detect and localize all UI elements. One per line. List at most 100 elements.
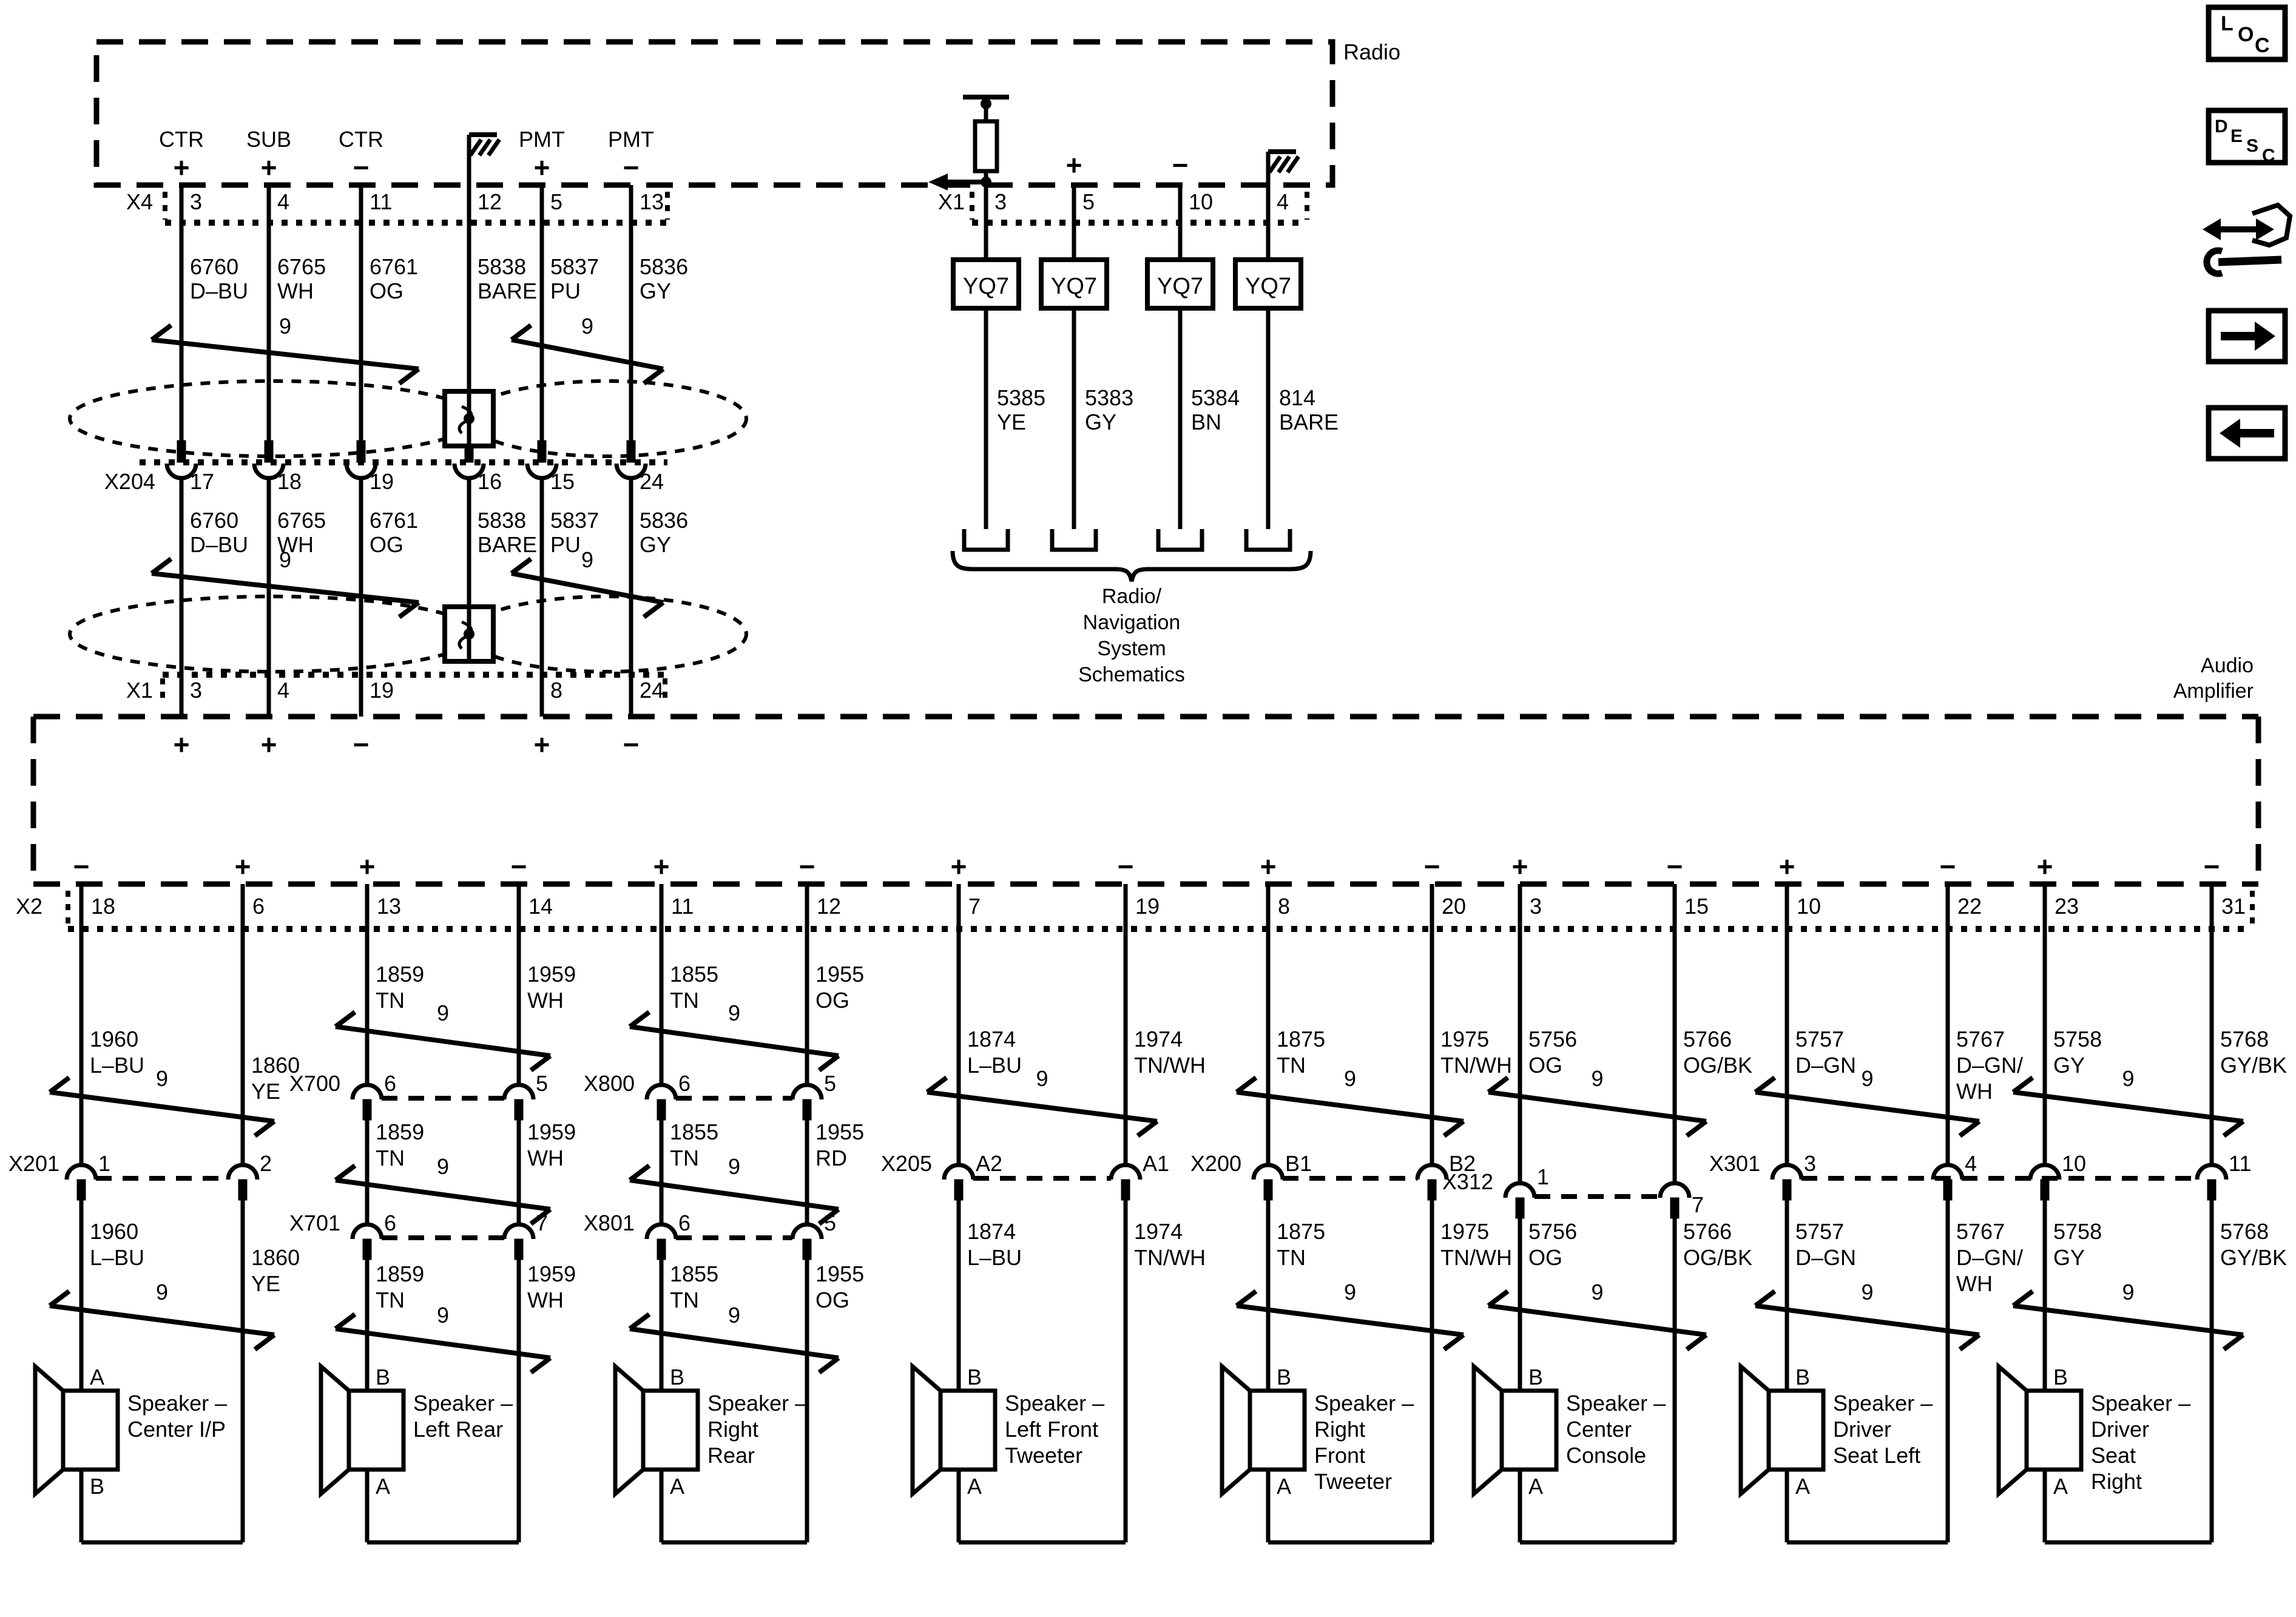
speaker-icon xyxy=(1248,1388,1307,1472)
polarity-sign: − xyxy=(1118,851,1134,882)
twisted-pair-mark xyxy=(629,1178,839,1212)
speaker-terminal: A xyxy=(1277,1474,1291,1499)
pin-number: 7 xyxy=(536,1210,548,1235)
connector-stub xyxy=(1121,1179,1130,1201)
polarity-sign: − xyxy=(1172,149,1189,181)
shield-squiggle xyxy=(458,405,473,434)
twist-count: 9 xyxy=(2122,1066,2134,1091)
polarity-sign: − xyxy=(511,851,527,882)
pin-number: 11 xyxy=(2229,1151,2251,1176)
polarity-sign: + xyxy=(174,152,190,183)
terminal-staple xyxy=(1050,529,1098,552)
connector-terminal-arc xyxy=(790,1222,824,1240)
arrow-right-icon xyxy=(2255,322,2275,351)
speaker-name-line: Driver xyxy=(1833,1417,1891,1442)
brace xyxy=(950,550,1313,582)
circuit-number: 5837 xyxy=(550,254,599,279)
connector-terminal-arc xyxy=(1503,1181,1537,1198)
connector-stub xyxy=(2207,1179,2217,1201)
circuit-number: 6760 xyxy=(190,254,238,279)
polarity-sign: − xyxy=(353,152,370,183)
twisted-pair-mark xyxy=(1488,1303,1707,1337)
arrow-head-left xyxy=(2203,218,2221,240)
wire-color: D–GN/ xyxy=(1956,1053,2023,1078)
speaker-terminal: B xyxy=(1277,1365,1291,1389)
wire-color: GY xyxy=(1085,410,1116,434)
pin-number: 10 xyxy=(1189,189,1213,214)
twisted-pair-ellipse xyxy=(465,379,748,458)
twisted-pair-mark xyxy=(629,1024,839,1058)
twist-count: 9 xyxy=(279,547,291,572)
connector-stub xyxy=(802,1099,812,1121)
option-code: YQ7 xyxy=(963,274,1009,299)
speaker-icon xyxy=(938,1388,998,1472)
wire-color: BARE xyxy=(1279,410,1339,434)
wire-color: TN xyxy=(670,988,699,1013)
twisted-pair-mark xyxy=(1755,1090,1980,1124)
circuit-number: 6765 xyxy=(277,508,326,533)
twisted-pair-mark xyxy=(1755,1303,1980,1337)
connector-label: X1 xyxy=(938,189,965,214)
pin-number: 4 xyxy=(1277,189,1289,214)
option-code: YQ7 xyxy=(1051,274,1097,299)
arrow-left-icon xyxy=(2220,419,2240,448)
twisted-pair-mark xyxy=(151,571,419,605)
wire-color: PU xyxy=(550,279,581,303)
wire-color: D–GN xyxy=(1795,1053,1856,1078)
speaker-name-line: Driver xyxy=(2091,1417,2149,1442)
speaker-terminal: B xyxy=(90,1474,104,1499)
connector-blob xyxy=(2251,202,2293,248)
circuit-number: 1959 xyxy=(527,1261,576,1286)
pin-number: A2 xyxy=(976,1151,1002,1176)
wire-repair-icon[interactable] xyxy=(2203,202,2293,277)
arrow-shaft xyxy=(2240,429,2274,437)
nav-note-line: Navigation xyxy=(1083,611,1181,634)
wire-color: OG xyxy=(370,279,403,303)
connector-terminal-arc xyxy=(942,1163,976,1180)
speaker-icon xyxy=(1499,1388,1559,1472)
circuit-number: 1955 xyxy=(815,962,864,987)
circuit-number: 5767 xyxy=(1956,1219,2005,1244)
terminal-name: CTR xyxy=(339,127,383,152)
circuit-number: 1960 xyxy=(90,1219,138,1244)
twisted-pair-mark xyxy=(511,337,664,371)
next-page-button[interactable] xyxy=(2206,308,2288,365)
pin-number: 12 xyxy=(817,894,841,919)
connector-label: X2 xyxy=(16,894,42,919)
speaker-horn xyxy=(319,1362,351,1499)
speaker-horn xyxy=(1996,1362,2029,1499)
wire-color: L–BU xyxy=(90,1053,144,1078)
wire-color: TN xyxy=(376,988,405,1013)
speaker-terminal: A xyxy=(1795,1474,1810,1499)
twist-count: 9 xyxy=(1591,1280,1603,1305)
connector-stub xyxy=(1427,1179,1437,1201)
pin-number: 1 xyxy=(1537,1164,1549,1189)
connector-terminal-arc xyxy=(2028,1163,2062,1180)
twisted-pair-mark xyxy=(629,1326,839,1360)
connector-label: X200 xyxy=(1190,1151,1241,1176)
back-page-button[interactable] xyxy=(2206,405,2288,462)
circuit-number: 1855 xyxy=(670,1119,718,1144)
connector-stub xyxy=(1943,1179,1953,1201)
connector-terminal-arc xyxy=(790,1082,824,1100)
twist-count: 9 xyxy=(728,1303,740,1328)
circuit-number: 1975 xyxy=(1440,1219,1489,1244)
pin-number: 4 xyxy=(1965,1151,1977,1176)
connector-terminal-arc xyxy=(1931,1163,1965,1180)
circuit-number: 1955 xyxy=(815,1119,864,1144)
circuit-number: 5385 xyxy=(997,385,1045,410)
speaker-name-line: Speaker – xyxy=(1314,1391,1414,1416)
connector-label: X201 xyxy=(8,1151,59,1176)
pin-number: 19 xyxy=(370,678,394,703)
polarity-sign: − xyxy=(1667,851,1683,882)
connector-terminal-arc xyxy=(644,1082,678,1100)
speaker-terminal: B xyxy=(1795,1365,1810,1389)
option-code: YQ7 xyxy=(1245,274,1291,299)
speaker-name-line: Center I/P xyxy=(127,1417,226,1442)
polarity-sign: + xyxy=(1066,149,1082,181)
circuit-number: 1874 xyxy=(967,1027,1016,1052)
speaker-name-line: Seat xyxy=(2091,1443,2136,1468)
